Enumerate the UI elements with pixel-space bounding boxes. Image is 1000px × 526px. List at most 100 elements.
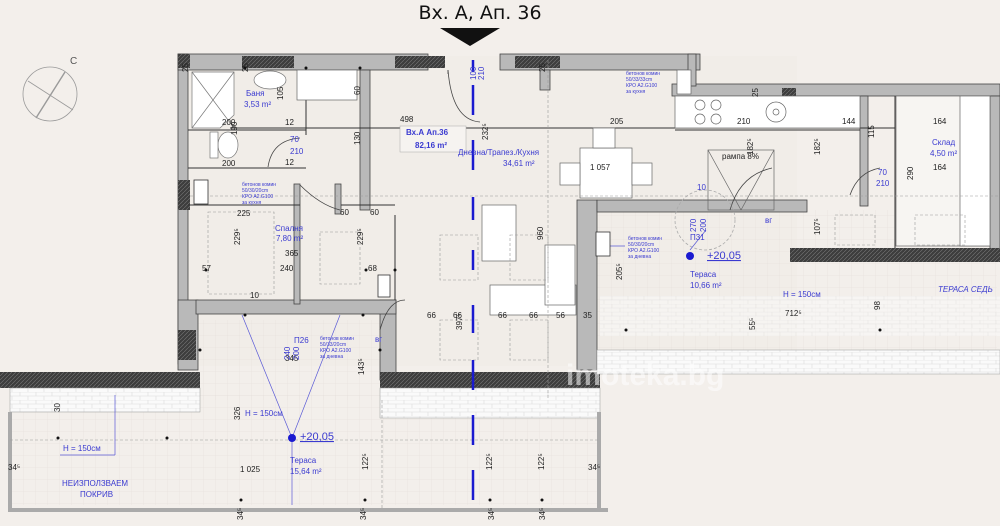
dimension-label: 34⁵ bbox=[8, 463, 20, 472]
dimension-label: 10 bbox=[697, 183, 706, 192]
dimension-label: 182⁵ bbox=[813, 138, 822, 155]
dimension-label: 60 bbox=[340, 208, 349, 217]
dimension-label: 210 bbox=[290, 147, 304, 156]
dimension-label: бетонов комин bbox=[242, 182, 276, 188]
dimension-label: вг bbox=[375, 335, 382, 344]
terrace-p26-floor bbox=[197, 320, 382, 400]
dimension-label: 107⁵ bbox=[813, 218, 822, 235]
dimension-label: 397⁵ bbox=[455, 313, 464, 330]
dimension-label: 56 bbox=[556, 311, 565, 320]
dimension-label: H = 150см bbox=[63, 444, 101, 453]
dimension-label: H = 150см bbox=[245, 409, 283, 418]
dimension-label: 290 bbox=[906, 166, 915, 180]
dimension-label: 122⁵ bbox=[361, 453, 370, 470]
dimension-label: 200 bbox=[292, 346, 301, 360]
room-label-terrace-east: Тераса bbox=[690, 270, 717, 279]
chimney-note-terrace: бетонов комин 50/30/20cm КРО А2.G100 за … bbox=[628, 236, 662, 260]
entrance-label: Вх. А, Ап. 36 bbox=[418, 2, 542, 24]
level-mark-east: +20,05 bbox=[707, 250, 741, 262]
dimension-label: 130 bbox=[353, 131, 362, 145]
dimension-label: 68 bbox=[368, 264, 377, 273]
room-label-living: Дневна/Трапез./Кухня bbox=[458, 148, 539, 157]
dimension-label: КРО А2.G100 bbox=[626, 83, 657, 89]
dimension-label: 34⁵ bbox=[236, 508, 245, 520]
compass-north-label: С bbox=[70, 56, 77, 67]
dimension-label: 98 bbox=[873, 301, 882, 310]
dimension-label: 55⁵ bbox=[748, 318, 757, 330]
dimension-label: 345 bbox=[285, 354, 299, 363]
dimension-label: 50/30/20cm bbox=[628, 242, 654, 248]
dimension-label: 34⁵ bbox=[588, 463, 600, 472]
dimension-label: 229⁵ bbox=[356, 228, 365, 245]
kitchen-counter bbox=[674, 69, 991, 247]
apartment-area: 82,16 m² bbox=[415, 141, 447, 150]
dimension-label: 210 bbox=[477, 66, 486, 80]
dimension-label: КРО А2.G100 bbox=[320, 348, 351, 354]
level-marker-icon bbox=[288, 434, 296, 442]
dimension-label: 25 bbox=[538, 63, 547, 72]
dimension-label: 35 bbox=[583, 311, 592, 320]
dimension-label: 70 bbox=[878, 168, 887, 177]
dimension-label: 25 bbox=[241, 63, 250, 72]
dimension-label: 12 bbox=[285, 118, 294, 127]
dimension-label: 60 bbox=[370, 208, 379, 217]
dimension-label: КРО А2.G100 bbox=[628, 248, 659, 254]
bathroom-fixtures bbox=[191, 70, 287, 159]
dimension-label: 25 bbox=[181, 63, 190, 72]
dimension-label: H = 150см bbox=[783, 290, 821, 299]
dimension-label: 190 bbox=[230, 121, 239, 135]
dimension-label: 60 bbox=[353, 86, 362, 95]
dimension-label: 229⁵ bbox=[233, 228, 242, 245]
dimension-label: 34⁵ bbox=[359, 508, 368, 520]
dimension-label: 326 bbox=[233, 406, 242, 420]
dimension-label: 270 bbox=[689, 218, 698, 232]
dimension-label: 115 bbox=[867, 125, 876, 138]
dimension-label: 164 bbox=[933, 117, 947, 126]
ramp-label: рампа 8% bbox=[722, 152, 759, 161]
dimension-label: за дневна bbox=[320, 354, 343, 360]
dimension-label: 164 bbox=[933, 163, 947, 172]
dimension-label: 70 bbox=[290, 135, 299, 144]
level-mark-south: +20,05 bbox=[300, 431, 334, 443]
room-label-storage: Склад bbox=[932, 138, 955, 147]
dimension-label: 210 bbox=[737, 117, 751, 126]
dimension-label: 182⁵ bbox=[746, 138, 755, 155]
apartment-code: Вх.А Ап.36 bbox=[406, 128, 449, 137]
dimension-label: бетонов комин bbox=[320, 336, 354, 342]
dimension-label: 200 bbox=[222, 159, 236, 168]
dimension-label: бетонов комин bbox=[628, 236, 662, 242]
wall-hatched bbox=[0, 54, 1000, 388]
dimension-label: 225 bbox=[237, 209, 251, 218]
dimension-label: 66 bbox=[529, 311, 538, 320]
dimension-label: 240 bbox=[280, 264, 294, 273]
neighbor-terrace-label: ТЕРАСА СЕДЬ bbox=[938, 285, 993, 294]
room-area-bedroom: 7,80 m² bbox=[276, 234, 303, 243]
dimension-label: 100 bbox=[469, 66, 478, 80]
dimension-label: 50/33/33cm bbox=[626, 77, 652, 83]
compass-icon bbox=[22, 66, 78, 122]
dimension-label: 10 bbox=[250, 291, 259, 300]
dimension-label: 34⁵ bbox=[487, 508, 496, 520]
dimension-label: 105 bbox=[276, 86, 285, 100]
room-area-terrace-east: 10,66 m² bbox=[690, 281, 722, 290]
chimney-note-kitchen: бетонов комин 50/33/33cm КРО А2.G100 за … bbox=[626, 71, 660, 95]
room-area-terrace-south: 15,64 m² bbox=[290, 467, 322, 476]
dimension-label: 144 bbox=[842, 117, 856, 126]
dimension-label: 25 bbox=[751, 88, 760, 97]
dimension-label: 30 bbox=[53, 403, 62, 412]
dimension-label: 240 bbox=[283, 346, 292, 360]
dimension-label: 210 bbox=[876, 179, 890, 188]
dimension-label: 50/30/20cm bbox=[242, 188, 268, 194]
dimension-label: вг bbox=[765, 216, 772, 225]
chimney-note-bedroom: бетонов комин 50/30/20cm КРО А2.G100 за … bbox=[242, 182, 276, 206]
dimension-label: П31 bbox=[690, 233, 705, 242]
dimension-label: 34⁵ bbox=[538, 508, 547, 520]
watermark: imoteka.bg bbox=[566, 359, 724, 392]
roof-label-2: ПОКРИВ bbox=[80, 490, 113, 499]
dimension-label: 143⁵ bbox=[357, 358, 366, 375]
dimension-label: 1 057 bbox=[590, 163, 611, 172]
dimension-label: 205 bbox=[610, 117, 624, 126]
dimension-label: 57 bbox=[202, 264, 211, 273]
room-area-living: 34,61 m² bbox=[503, 159, 535, 168]
